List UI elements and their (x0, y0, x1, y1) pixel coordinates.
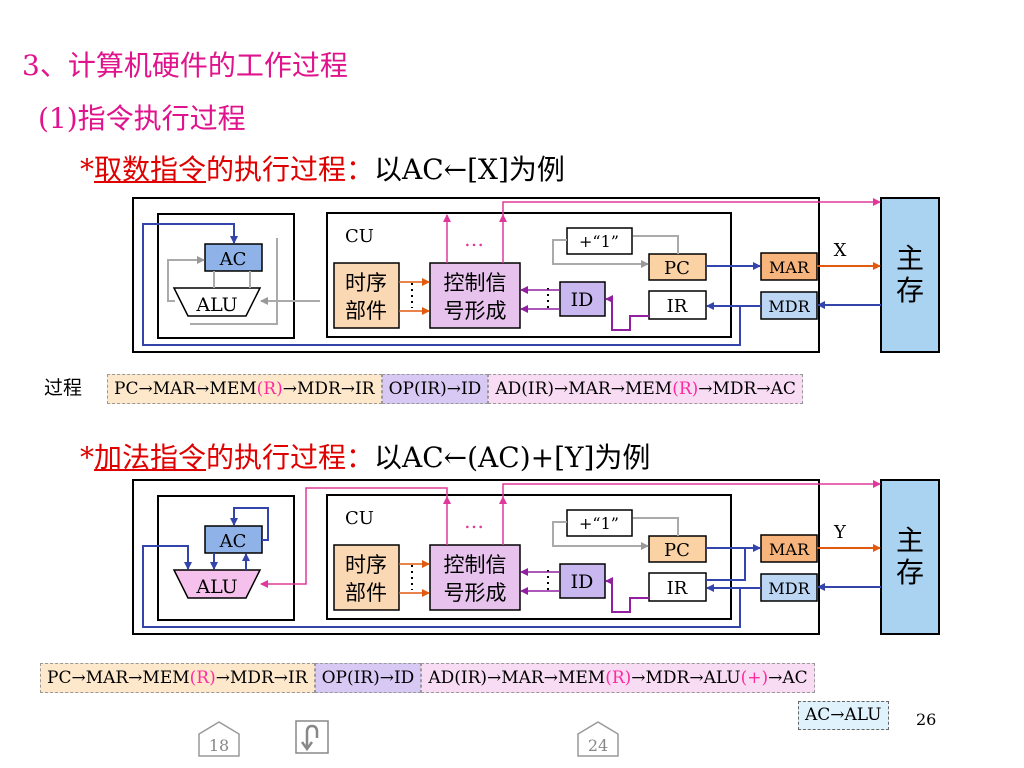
ac-to-alu-note: AC→ALU (798, 701, 889, 730)
control-unit-line1: 控制信 (444, 271, 507, 295)
section-title-add: *加法指令的执行过程：以AC←(AC)+[Y]为例 (80, 436, 650, 476)
mar-register: MAR (769, 258, 810, 277)
section-example: 以AC←(AC)+[Y]为例 (374, 441, 651, 474)
ir-register: IR (667, 578, 688, 599)
process-label: 过程 (44, 377, 83, 399)
memory-line2: 存 (896, 274, 924, 307)
fetch-step: PC→MAR→MEM(R)→MDR→IR (40, 663, 315, 693)
diagram-load-labels: CU … AC ALU 时序 部件 控制信 号形成 ID +“1” PC IR … (195, 226, 924, 323)
memory-line2: 存 (896, 556, 924, 589)
mdr-register: MDR (768, 297, 810, 316)
control-unit-line2: 号形成 (444, 581, 507, 605)
page-number: 26 (916, 710, 937, 729)
ir-register: IR (667, 296, 688, 317)
home-shape-icon: 18 (198, 721, 240, 757)
id-decoder: ID (571, 289, 594, 311)
title-line-1: 3、计算机硬件的工作过程 (22, 49, 348, 82)
section-keyword: 取数指令 (94, 153, 207, 186)
signal-dots: … (464, 509, 484, 533)
timing-unit-line2: 部件 (345, 299, 387, 323)
decode-step: OP(IR)→ID (314, 663, 422, 693)
increment-unit: +“1” (579, 514, 619, 533)
prev-slide-number: 18 (209, 736, 229, 755)
id-decoder: ID (571, 571, 594, 593)
section-prefix: * (80, 153, 94, 186)
alu-unit: ALU (195, 294, 237, 316)
section-example: 以AC←[X]为例 (374, 153, 565, 186)
section-keyword: 加法指令 (94, 441, 207, 474)
prev-slide-button[interactable]: 18 (197, 720, 241, 762)
next-slide-button[interactable]: 24 (576, 720, 620, 762)
return-arrow-icon (295, 720, 329, 754)
timing-unit-line2: 部件 (345, 581, 387, 605)
home-shape-icon: 24 (577, 721, 619, 757)
mdr-register: MDR (768, 579, 810, 598)
execute-step: AD(IR)→MAR→MEM(R)→MDR→ALU(+)→AC (421, 663, 815, 693)
process-flow-add: PC→MAR→MEM(R)→MDR→IR OP(IR)→ID AD(IR)→MA… (40, 663, 815, 693)
memory-line1: 主 (896, 242, 924, 275)
return-button[interactable] (295, 720, 329, 758)
section-rest: 的执行过程： (206, 441, 375, 474)
increment-unit: +“1” (579, 232, 619, 251)
signal-dots: … (464, 227, 484, 251)
decode-step: OP(IR)→ID (381, 374, 489, 404)
mar-register: MAR (769, 540, 810, 559)
next-slide-number: 24 (588, 736, 608, 755)
section-rest: 的执行过程： (206, 153, 375, 186)
cu-label: CU (345, 226, 374, 247)
ac-register: AC (219, 249, 247, 270)
pc-register: PC (664, 540, 690, 561)
pc-register: PC (664, 258, 690, 279)
fetch-step: PC→MAR→MEM(R)→MDR→IR (107, 374, 382, 404)
execute-step: AD(IR)→MAR→MEM(R)→MDR→AC (488, 374, 803, 404)
alu-unit: ALU (195, 576, 237, 598)
memory-line1: 主 (896, 524, 924, 557)
cu-label: CU (345, 508, 374, 529)
timing-unit-line1: 时序 (345, 271, 387, 295)
control-unit-line2: 号形成 (444, 299, 507, 323)
process-flow-load: PC→MAR→MEM(R)→MDR→IR OP(IR)→ID AD(IR)→MA… (107, 374, 803, 404)
ac-register: AC (219, 531, 247, 552)
diagram-load (133, 198, 939, 352)
address-label: X (834, 240, 847, 261)
control-unit-line1: 控制信 (444, 553, 507, 577)
diagram-add-labels: CU … AC ALU 时序 部件 控制信 号形成 ID +“1” PC IR … (195, 508, 924, 605)
title-line-2: (1)指令执行过程 (38, 102, 246, 135)
address-label: Y (833, 522, 847, 543)
section-prefix: * (80, 441, 94, 474)
diagram-add (133, 480, 939, 634)
timing-unit-line1: 时序 (345, 553, 387, 577)
section-title-load: *取数指令的执行过程：以AC←[X]为例 (80, 148, 565, 188)
